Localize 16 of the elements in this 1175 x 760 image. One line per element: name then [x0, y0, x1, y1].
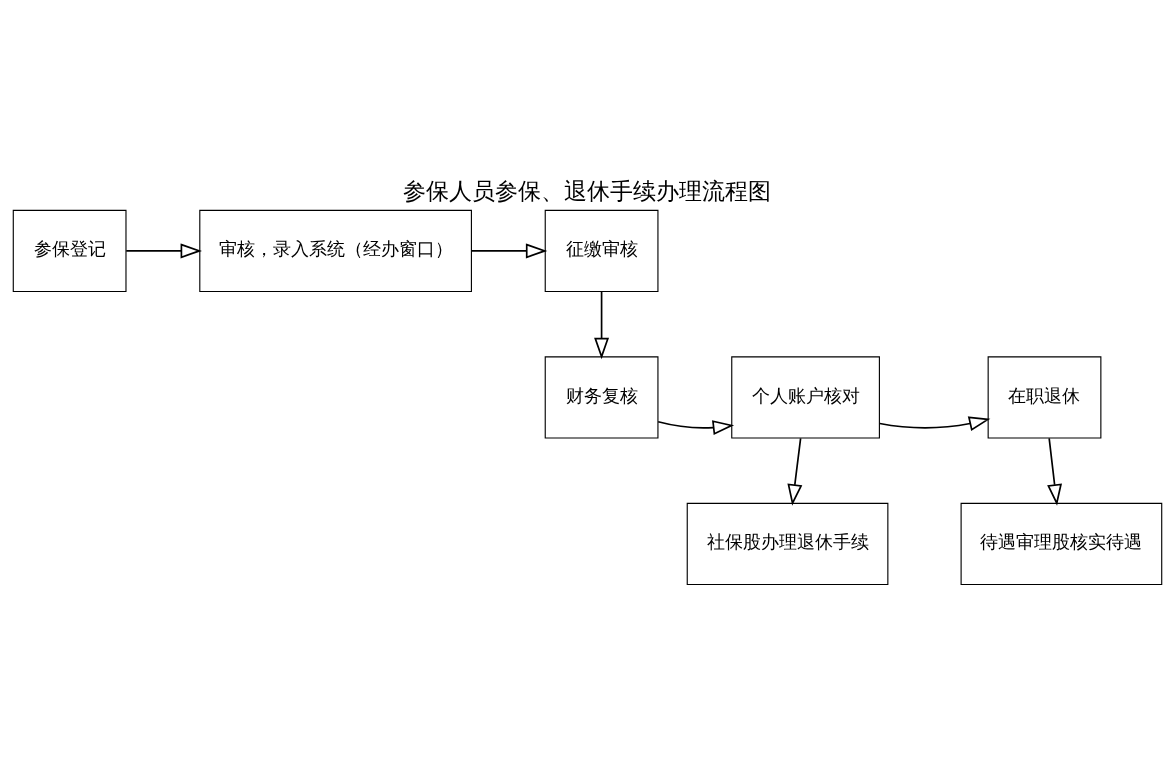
arrow	[878, 415, 991, 431]
arrow	[125, 242, 202, 258]
node-box: 个人账户核对	[731, 355, 880, 439]
diagram-title: 参保人员参保、退休手续办理流程图	[403, 177, 772, 204]
node-box: 参保登记	[12, 209, 127, 292]
arrow	[470, 242, 548, 258]
node-box: 待遇审理股核实待遇	[960, 502, 1163, 585]
arrow	[1047, 437, 1062, 506]
arrow	[787, 437, 803, 506]
node-box: 审核，录入系统（经办窗口）	[199, 209, 472, 292]
arrow	[594, 290, 610, 359]
node-box: 征缴审核	[544, 209, 659, 292]
node-box: 在职退休	[987, 355, 1102, 439]
arrow	[657, 419, 735, 435]
node-box: 财务复核	[544, 355, 659, 439]
node-box: 社保股办理退休手续	[686, 502, 889, 585]
